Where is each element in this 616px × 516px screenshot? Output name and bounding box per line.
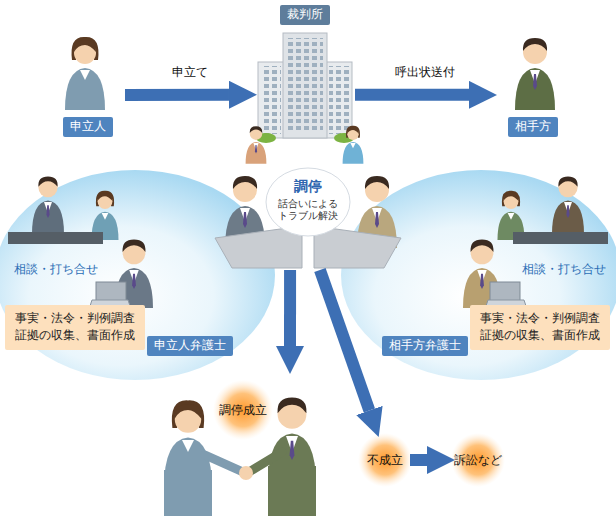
consult-bubble xyxy=(0,170,275,380)
node-text: 相手方 xyxy=(508,117,558,137)
node-text: 申立人弁護士 xyxy=(154,338,226,354)
flow-arrow xyxy=(410,454,427,466)
applicant-figure xyxy=(65,37,105,110)
flow-arrow xyxy=(284,270,296,346)
lawyer-tag: 相手方弁護士 xyxy=(382,336,468,356)
party-node: 相手方 xyxy=(495,30,570,140)
mediator-figure xyxy=(246,126,267,163)
result-glow xyxy=(358,433,412,487)
arrow-label: 申立て xyxy=(172,64,208,81)
court-building xyxy=(256,33,354,143)
lawyer-tag: 申立人弁護士 xyxy=(147,336,233,356)
party-node: 申立人 xyxy=(50,30,125,140)
node-text: 事実・法令・判例調査 証拠の収集、書面作成 xyxy=(476,310,604,345)
node-text: 事実・法令・判例調査 証拠の収集、書面作成 xyxy=(11,310,139,345)
mediation-node: 調停話合いによる トラブル解決 xyxy=(215,168,395,270)
node-text: 調停 xyxy=(294,178,322,196)
scene-label: 相談・打ち合せ xyxy=(522,261,606,278)
arrow-label: 呼出状送付 xyxy=(395,64,455,81)
node-text: 訴訟など xyxy=(454,452,502,469)
flow-arrow xyxy=(125,89,229,101)
handshake-figures xyxy=(164,398,316,516)
result-glow xyxy=(213,380,273,440)
task-box: 事実・法令・判例調査 証拠の収集、書面作成 xyxy=(470,305,610,350)
result-glow xyxy=(451,433,505,487)
respondent-consult-scene xyxy=(463,176,608,318)
result-node: 調停成立 xyxy=(205,372,305,432)
scene-label: 相談・打ち合せ xyxy=(14,261,98,278)
court-node: 裁判所 xyxy=(255,3,355,142)
respondent-figure xyxy=(515,38,555,110)
node-text: 不成立 xyxy=(367,452,403,469)
node-text: 調停成立 xyxy=(219,402,267,419)
result-node: 不成立 xyxy=(360,435,410,485)
flow-arrow xyxy=(320,270,369,410)
mediator-figure xyxy=(343,126,364,164)
consult-bubble xyxy=(341,170,616,380)
node-text: 申立人 xyxy=(63,117,113,137)
result-node: 訴訟など xyxy=(453,435,503,485)
flow-arrow xyxy=(355,89,469,101)
mediation-oval xyxy=(266,168,350,236)
node-text: 相手方弁護士 xyxy=(389,338,461,354)
node-text: 裁判所 xyxy=(280,5,330,25)
node-text: 話合いによる トラブル解決 xyxy=(273,198,343,222)
task-box: 事実・法令・判例調査 証拠の収集、書面作成 xyxy=(5,305,145,350)
applicant-consult-scene xyxy=(8,176,153,318)
